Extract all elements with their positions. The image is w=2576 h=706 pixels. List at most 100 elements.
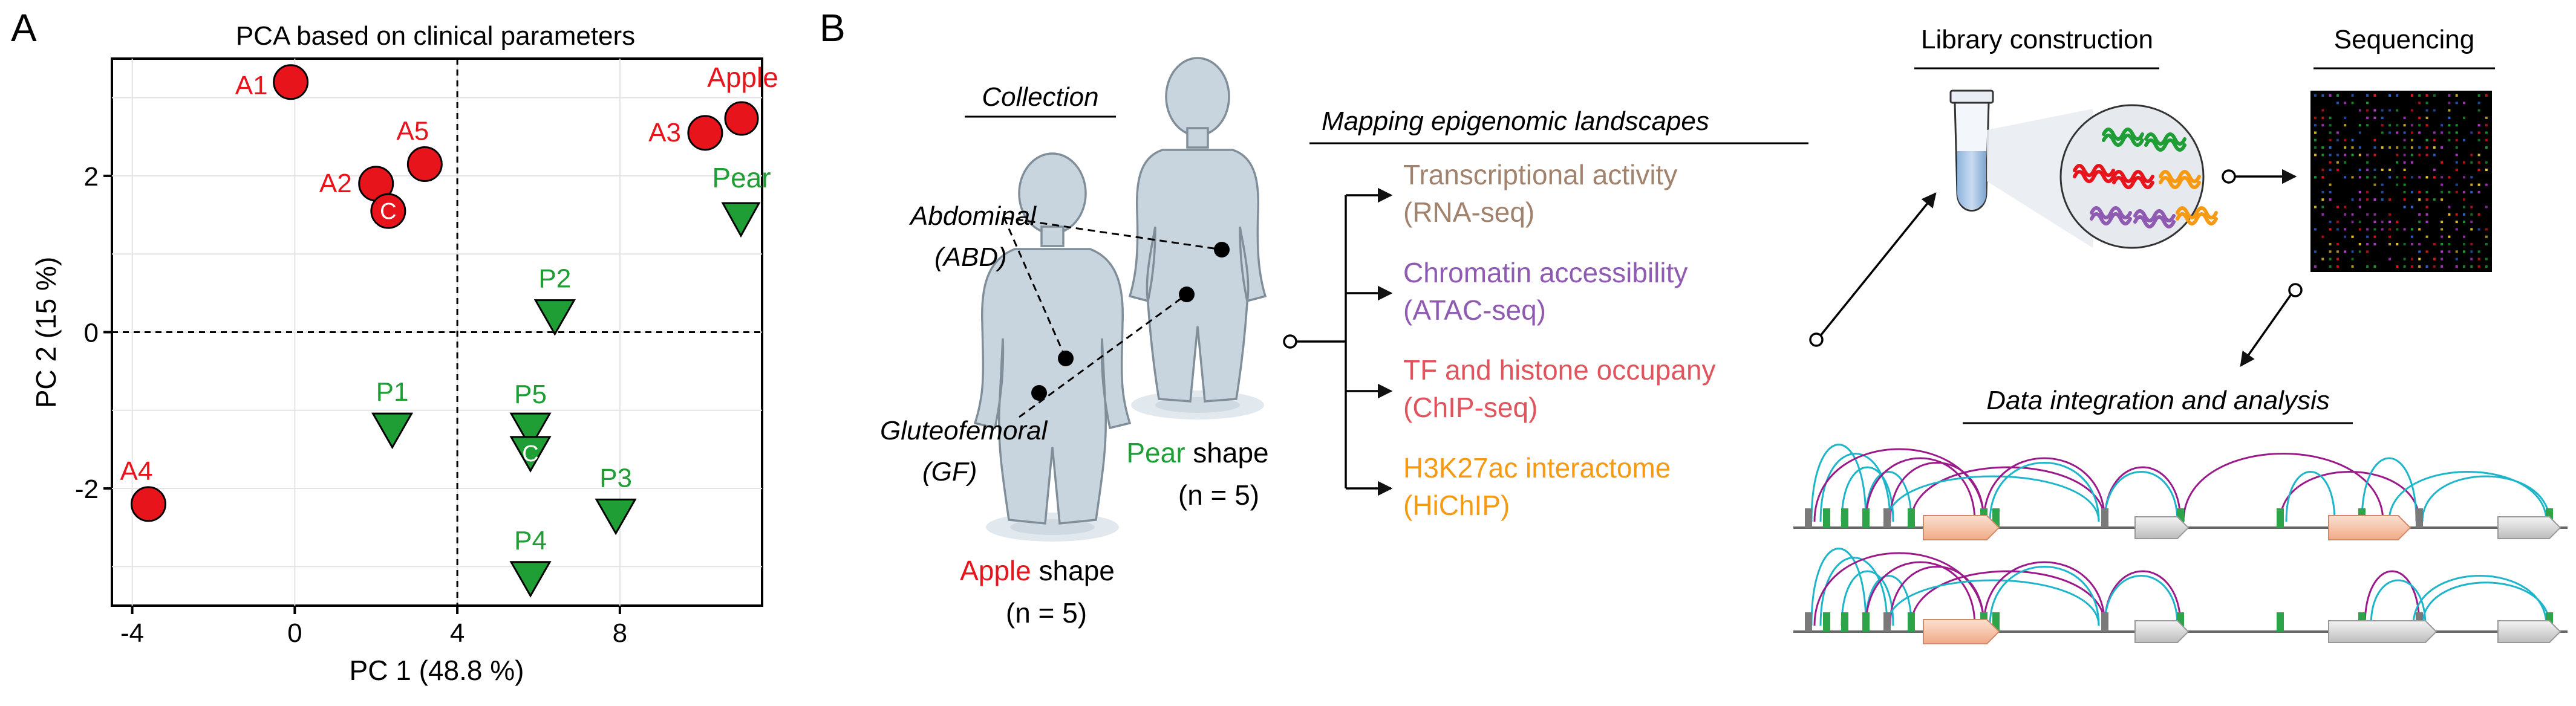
- cluster-dot: [2455, 161, 2458, 164]
- point-a5: [406, 146, 443, 183]
- peak-marker: [1862, 508, 1870, 528]
- cluster-dot: [2425, 198, 2428, 201]
- cluster-dot: [2403, 138, 2406, 141]
- cluster-dot: [2389, 235, 2391, 238]
- interaction-arc: [2285, 471, 2336, 522]
- interaction-arc: [1886, 579, 2100, 626]
- interaction-arc: [1819, 557, 1888, 626]
- cluster-dot: [2344, 206, 2347, 209]
- cluster-dot: [2389, 243, 2391, 245]
- cluster-dot: [2366, 109, 2369, 112]
- cluster-dot: [2410, 243, 2413, 245]
- cluster-dot: [2381, 116, 2384, 119]
- cluster-dot: [2321, 213, 2324, 216]
- point-label-a3: A3: [648, 118, 681, 147]
- cluster-dot: [2410, 138, 2413, 141]
- gf-site-pear: [1179, 287, 1195, 302]
- cluster-dot: [2418, 190, 2421, 193]
- cluster-dot: [2344, 138, 2347, 141]
- cluster-dot: [2455, 190, 2458, 193]
- cluster-dot: [2366, 250, 2369, 253]
- assay-method: (ATAC-seq): [1403, 294, 1546, 326]
- cluster-dot: [2441, 257, 2444, 261]
- cluster-dot: [2425, 116, 2428, 119]
- peak-marker: [1883, 612, 1891, 632]
- cluster-dot: [2329, 183, 2332, 186]
- cluster-dot: [2410, 94, 2413, 97]
- cluster-dot: [2321, 190, 2324, 193]
- cluster-dot: [2358, 228, 2361, 231]
- cluster-dot: [2358, 176, 2361, 179]
- cluster-dot: [2418, 131, 2421, 134]
- dna-fragment: [2090, 212, 2132, 225]
- cluster-dot: [2344, 102, 2347, 105]
- centroid-label: C: [380, 199, 396, 224]
- cluster-dot: [2463, 250, 2465, 253]
- pear-word: Pear: [1126, 437, 1185, 468]
- sequencing-title: Sequencing: [2334, 25, 2474, 54]
- abd-site-pear: [1214, 242, 1230, 257]
- cluster-dot: [2351, 154, 2354, 157]
- cluster-dot: [2336, 206, 2339, 209]
- dna-fragment: [2102, 134, 2144, 147]
- pear-n-label: (n = 5): [1178, 479, 1259, 511]
- cluster-dot: [2455, 228, 2458, 231]
- cluster-dot: [2485, 206, 2488, 209]
- dna-fragment: [2176, 212, 2218, 225]
- peak-marker: [2277, 508, 2284, 528]
- cluster-dot: [2351, 94, 2354, 97]
- cluster-dot: [2441, 124, 2444, 127]
- cluster-dot: [2321, 257, 2324, 261]
- cluster-dot: [2389, 131, 2391, 134]
- peak-marker: [1805, 612, 1812, 632]
- cluster-dot: [2477, 169, 2480, 171]
- cluster-dot: [2455, 169, 2458, 171]
- cluster-dot: [2485, 257, 2488, 261]
- cluster-dot: [2351, 250, 2354, 253]
- apple-body-figure: [973, 152, 1132, 542]
- legend-pear-marker: [721, 202, 761, 238]
- assay-list: Transcriptional activity(RNA-seq)Chromat…: [1403, 159, 1716, 521]
- dna-fragment: [2176, 206, 2218, 219]
- cluster-dot: [2418, 146, 2421, 149]
- interaction-arc: [2104, 570, 2182, 626]
- cluster-dot: [2381, 183, 2384, 186]
- dna-fragment: [2112, 170, 2154, 183]
- interaction-arc: [2421, 475, 2551, 522]
- cluster-dot: [2389, 221, 2391, 224]
- cluster-dot: [2373, 154, 2376, 157]
- cluster-dot: [2329, 198, 2332, 201]
- cluster-dot: [2381, 228, 2384, 231]
- gene-body: [2134, 516, 2190, 539]
- cluster-dot: [2463, 243, 2465, 245]
- x-tick-label: 0: [287, 618, 302, 648]
- x-tick-label: 8: [613, 618, 627, 648]
- interaction-arc: [2182, 453, 2384, 522]
- cluster-dot: [2425, 102, 2428, 105]
- interaction-arc: [2421, 581, 2551, 626]
- cluster-dot: [2441, 221, 2444, 224]
- cluster-dot: [2314, 206, 2317, 209]
- cluster-dot: [2366, 265, 2369, 268]
- point-a4: [130, 486, 166, 522]
- cluster-dot: [2403, 169, 2406, 171]
- y-tick-label: -2: [75, 474, 99, 504]
- mapping-title: Mapping epigenomic landscapes: [1322, 106, 1709, 136]
- gene-body: [2328, 620, 2437, 643]
- cluster-dot: [2425, 206, 2428, 209]
- cluster-dot: [2463, 265, 2465, 268]
- x-axis-label: PC 1 (48.8 %): [350, 655, 524, 686]
- sequencing-dots: [2314, 94, 2488, 268]
- cluster-dot: [2321, 235, 2324, 238]
- cluster-dot: [2344, 124, 2347, 127]
- cluster-dot: [2344, 250, 2347, 253]
- cluster-dot: [2344, 176, 2347, 179]
- cluster-dot: [2485, 131, 2488, 134]
- cluster-dot: [2477, 265, 2480, 268]
- integration-title: Data integration and analysis: [1986, 386, 2329, 415]
- cluster-dot: [2403, 116, 2406, 119]
- cluster-dot: [2418, 243, 2421, 245]
- cluster-dot: [2433, 154, 2436, 157]
- assay-title: Transcriptional activity: [1403, 159, 1677, 190]
- cluster-dot: [2441, 198, 2444, 201]
